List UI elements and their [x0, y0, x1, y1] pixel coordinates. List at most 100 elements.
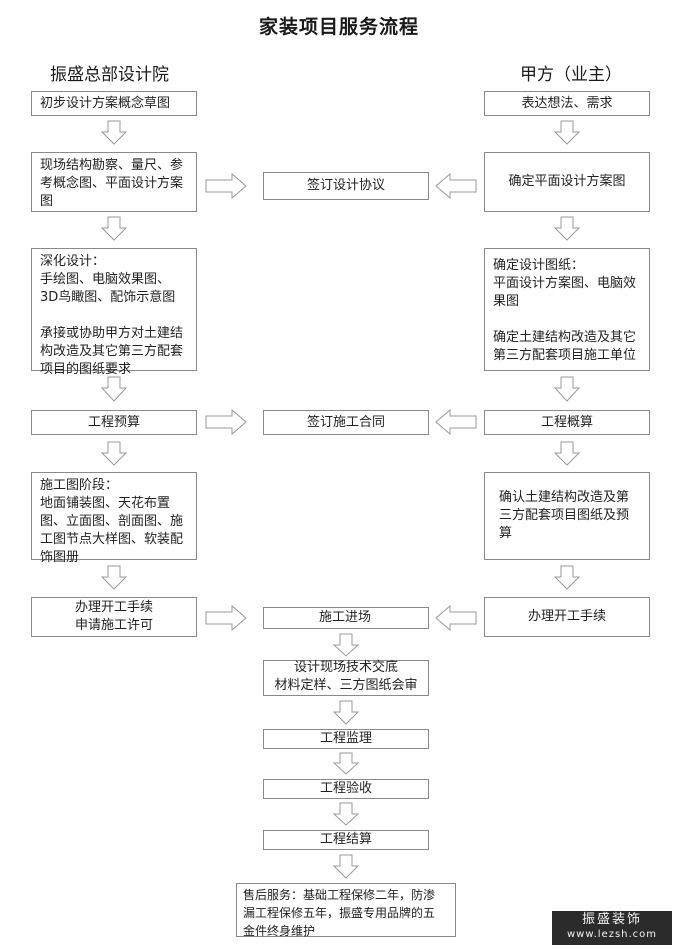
box-line: 工程预算	[87, 414, 140, 430]
box-line: 算	[499, 526, 513, 541]
arrow-down-middle-4	[332, 802, 360, 826]
box-line: 工程验收	[319, 781, 372, 796]
box-right-2: 确定平面设计方案图	[484, 152, 650, 212]
box-middle-site-entry: 施工进场	[263, 607, 429, 629]
arrow-down-middle-5	[332, 854, 360, 879]
box-line: 工程结算	[319, 832, 372, 847]
box-text: 表达想法、需求	[521, 95, 612, 113]
arrow-down-right-3	[553, 376, 581, 402]
right-column-header: 甲方（业主）	[520, 65, 622, 85]
box-text: 工程预算	[88, 414, 140, 432]
box-line: 手绘图、电脑效果图、	[40, 272, 171, 287]
box-text: 施工进场	[319, 609, 420, 627]
box-line: 平面设计方案图、电脑效	[493, 276, 637, 291]
box-line: 地面铺装图、天花布置	[40, 496, 171, 511]
box-line: 深化设计：	[40, 254, 106, 269]
box-right-6: 办理开工手续	[484, 597, 650, 637]
box-middle-sign-contract: 签订施工合同	[263, 410, 429, 435]
box-left-3: 深化设计：手绘图、电脑效果图、3D鸟瞰图、配饰示意图承接或协助甲方对土建结构改造…	[31, 248, 197, 377]
box-line: 施工进场	[319, 610, 372, 625]
box-text: 深化设计：手绘图、电脑效果图、3D鸟瞰图、配饰示意图承接或协助甲方对土建结构改造…	[40, 253, 188, 379]
box-line: 签订设计协议	[306, 178, 385, 193]
box-line: 确定土建结构改造及其它	[493, 330, 637, 345]
box-line: 3D鸟瞰图、配饰示意图	[40, 290, 176, 305]
box-text: 确认土建结构改造及第三方配套项目图纸及预算	[499, 489, 641, 543]
box-line: 漏工程保修五年，振盛专用品牌的五	[243, 906, 436, 920]
box-line: 考概念图、平面设计方案	[40, 176, 184, 191]
box-text: 工程结算	[320, 831, 372, 849]
box-line: 图、立面图、剖面图、施	[40, 514, 184, 529]
arrow-down-left-4	[100, 441, 128, 466]
arrow-down-left-3	[100, 376, 128, 402]
box-line: 工程监理	[319, 731, 372, 746]
box-left-6: 办理开工手续申请施工许可	[31, 597, 197, 637]
box-line: 申请施工许可	[74, 618, 153, 633]
box-text: 工程验收	[320, 780, 372, 798]
arrow-down-right-5	[553, 565, 581, 590]
box-line: 图	[40, 194, 54, 209]
left-column-header: 振盛总部设计院	[50, 65, 169, 85]
box-line: 饰图册	[40, 550, 80, 565]
box-line: 初步设计方案概念草图	[40, 95, 171, 111]
watermark-line2: www.lezsh.com	[566, 929, 658, 940]
box-right-5: 确认土建结构改造及第三方配套项目图纸及预算	[484, 472, 650, 560]
arrow-down-middle-3	[332, 752, 360, 775]
box-text: 初步设计方案概念草图	[40, 95, 188, 113]
box-text: 办理开工手续申请施工许可	[75, 599, 153, 635]
diagram-title: 家装项目服务流程	[258, 16, 419, 38]
arrow-down-right-2	[553, 216, 581, 241]
arrow-down-middle-2	[332, 700, 360, 725]
arrow-right-3	[205, 604, 247, 632]
box-text: 确定设计图纸： 平面设计方案图、电脑效果图确定土建结构改造及其它第三方配套项目施工…	[493, 257, 641, 365]
watermark-line1: 振盛装饰	[581, 912, 642, 927]
box-line: 设计现场技术交底	[293, 660, 398, 675]
box-line: 材料定样、三方图纸会审	[274, 678, 418, 693]
box-left-2: 现场结构勘察、量尺、参考概念图、平面设计方案图	[31, 152, 197, 212]
box-left-5: 施工图阶段：地面铺装图、天花布置图、立面图、剖面图、施工图节点大样图、软装配饰图…	[31, 472, 197, 565]
box-right-1: 表达想法、需求	[484, 91, 650, 116]
arrow-left-3	[435, 604, 477, 632]
box-text: 签订设计协议	[307, 177, 385, 195]
box-text: 现场结构勘察、量尺、参考概念图、平面设计方案图	[40, 157, 188, 211]
box-middle-supervision: 工程监理	[263, 729, 429, 749]
box-text: 办理开工手续	[528, 608, 606, 626]
box-line: 售后服务：基础工程保修二年，防渗	[243, 888, 436, 902]
box-line: 施工图阶段：	[40, 478, 119, 493]
box-text: 确定平面设计方案图	[508, 173, 625, 191]
box-line: 金件终身维护	[243, 924, 316, 938]
box-right-4: 工程概算	[484, 410, 650, 435]
box-left-4: 工程预算	[31, 410, 197, 435]
box-text: 施工图阶段：地面铺装图、天花布置图、立面图、剖面图、施工图节点大样图、软装配饰图…	[40, 477, 188, 567]
arrow-left-2	[435, 408, 477, 436]
watermark-logo: 振盛装饰 www.lezsh.com	[552, 911, 672, 945]
box-text: 工程概算	[541, 414, 593, 432]
box-line: 三方配套项目图纸及预	[499, 508, 630, 523]
arrow-right-2	[205, 408, 247, 436]
box-line: 确定设计图纸：	[493, 258, 585, 273]
arrow-down-right-4	[553, 441, 581, 466]
box-line: 办理开工手续	[527, 609, 606, 624]
box-middle-settlement: 工程结算	[263, 830, 429, 850]
box-line: 工程概算	[540, 414, 593, 430]
box-line: 现场结构勘察、量尺、参	[40, 158, 184, 173]
arrow-down-left-5	[100, 565, 128, 590]
box-middle-tech-briefing: 设计现场技术交底材料定样、三方图纸会审	[263, 660, 429, 696]
arrow-right-1	[205, 172, 247, 200]
arrow-down-left-1	[100, 120, 128, 145]
box-text: 签订施工合同	[307, 414, 385, 432]
box-middle-after-sales: 售后服务：基础工程保修二年，防渗漏工程保修五年，振盛专用品牌的五金件终身维护	[236, 883, 456, 938]
box-line: 第三方配套项目施工单位	[493, 348, 637, 363]
box-line: 承接或协助甲方对土建结	[40, 326, 184, 341]
box-line: 果图	[493, 294, 520, 309]
box-left-1: 初步设计方案概念草图	[31, 91, 197, 116]
arrow-down-right-1	[553, 120, 581, 145]
box-text: 工程监理	[320, 730, 372, 748]
box-middle-acceptance: 工程验收	[263, 779, 429, 799]
box-line: 表达想法、需求	[521, 95, 613, 111]
box-line: 办理开工手续	[74, 600, 153, 615]
box-line: 确认土建结构改造及第	[499, 490, 630, 505]
box-line: 确定平面设计方案图	[508, 174, 626, 189]
box-right-3: 确定设计图纸： 平面设计方案图、电脑效果图确定土建结构改造及其它第三方配套项目施工…	[484, 248, 650, 371]
box-line: 签订施工合同	[306, 414, 385, 430]
